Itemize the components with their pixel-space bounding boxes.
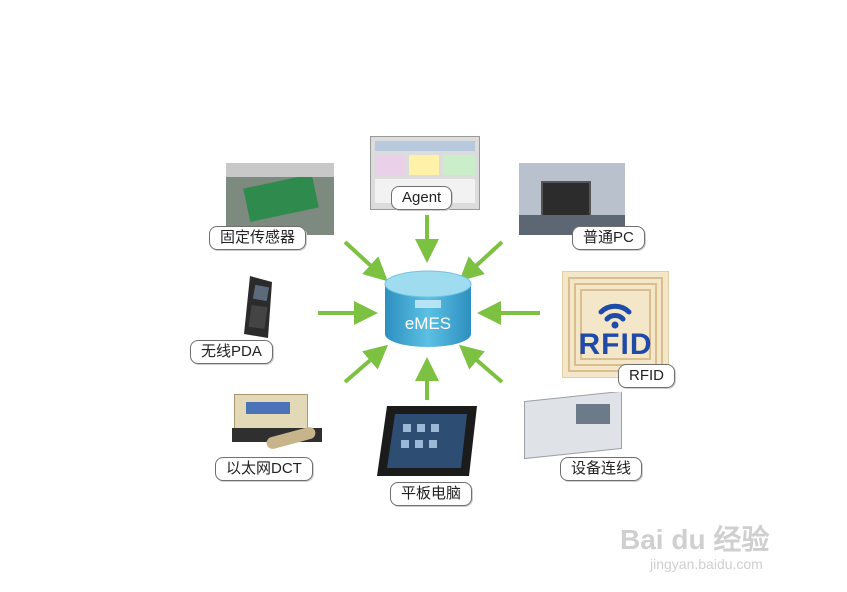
rfid-tag-image: RFID: [562, 271, 669, 378]
arrow-equipment: [458, 344, 504, 384]
dct-photo: [226, 388, 336, 460]
emes-label: eMES: [404, 314, 452, 333]
equipment-photo: [518, 392, 626, 462]
rfid-logo-text: RFID: [578, 328, 653, 361]
pc-label: 普通PC: [572, 226, 645, 250]
agent-label: Agent: [391, 186, 453, 210]
rfid-label: RFID: [618, 364, 675, 388]
fixed-sensor-label: 固定传感器: [209, 226, 307, 250]
tablet-label: 平板电脑: [390, 482, 473, 506]
watermark-brand: Bai du 经验: [620, 524, 770, 555]
pda-label: 无线PDA: [190, 340, 273, 364]
pda-photo: [228, 272, 288, 342]
arrow-sensor: [343, 240, 388, 282]
emes-database: eMES: [383, 270, 473, 350]
arrow-pc: [459, 240, 504, 282]
fixed-sensor-photo: [226, 163, 334, 235]
arrow-dct: [343, 344, 389, 384]
pc-photo: [519, 163, 625, 235]
dct-label: 以太网DCT: [215, 457, 313, 481]
database-icon: [384, 270, 472, 347]
equipment-label: 设备连线: [560, 457, 643, 481]
tablet-photo: [373, 402, 483, 482]
watermark-url: jingyan.baidu.com: [650, 556, 763, 572]
